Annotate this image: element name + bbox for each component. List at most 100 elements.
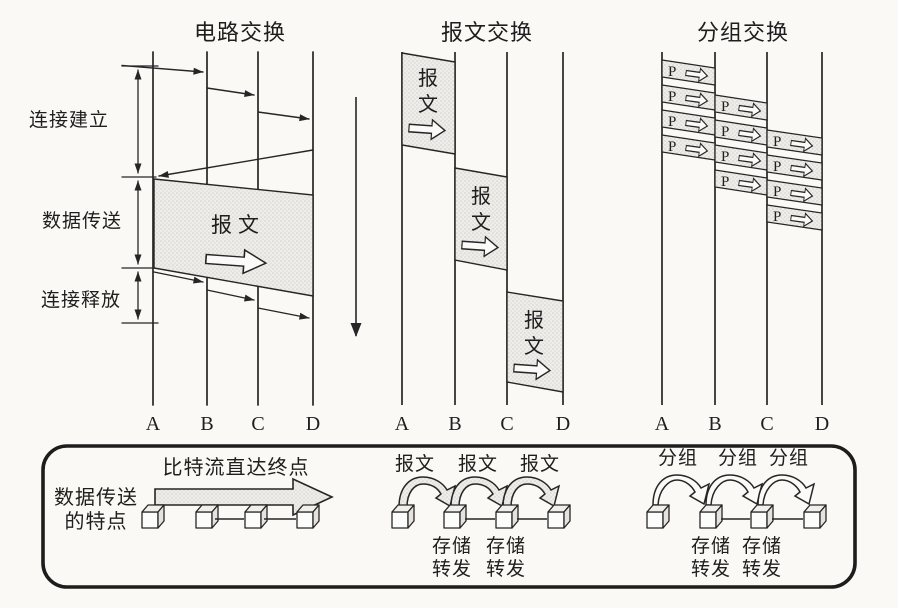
band-char-2: 文: [471, 211, 491, 234]
node-label-d: D: [556, 413, 570, 435]
store-label: 存储: [742, 535, 782, 557]
packet-label: P: [668, 64, 676, 80]
band-char-2: 文: [418, 93, 438, 116]
packet-label: P: [668, 139, 676, 155]
node-label-a: A: [395, 413, 410, 435]
packet-label: P: [773, 134, 781, 150]
packet: P: [714, 94, 768, 121]
legend-row-label-line2: 的特点: [65, 510, 128, 533]
forward-label: 转发: [432, 558, 472, 580]
message-hop-label: 报文: [395, 453, 435, 475]
packet: P: [766, 154, 823, 181]
node-cube-icon: [547, 504, 571, 529]
packet: P: [766, 129, 823, 156]
band-char-1: 报: [524, 309, 544, 332]
legend-message-feature: 报文 报文 报文 存储 转发 存储 转发: [391, 453, 571, 580]
packet-label: P: [773, 184, 781, 200]
packet-node-labels: A B C D: [655, 413, 829, 435]
forward-label: 转发: [486, 558, 526, 580]
node-label-d: D: [815, 413, 829, 435]
node-cube-icon: [296, 504, 320, 529]
release-arrow-a-b: [153, 271, 204, 284]
packet-hop-label: 分组: [658, 447, 698, 469]
band-char-2: 文: [524, 335, 544, 358]
message-switching-panel: 报文交换 报 文 报 文 报 文 A B C: [395, 20, 570, 435]
setup-signal-arrows: [121, 64, 314, 178]
packet-panel-title: 分组交换: [697, 20, 789, 45]
store-label: 存储: [432, 535, 472, 557]
node-label-a: A: [146, 413, 161, 435]
packets-c-d: P P P P: [766, 129, 823, 231]
node-cube-icon: [391, 504, 415, 529]
node-cube-icon: [699, 504, 723, 529]
node-cube-icon: [244, 504, 268, 529]
packet: P: [766, 179, 823, 206]
packet-label: P: [773, 209, 781, 225]
legend-row-label-line1: 数据传送: [54, 486, 138, 509]
node-label-b: B: [448, 413, 461, 435]
node-cube-icon: [195, 504, 219, 529]
release-arrow-b-c: [206, 289, 255, 302]
node-cube-icon: [750, 504, 774, 529]
legend-box: 数据传送 的特点 比特流直达终点 报文 报文 报文 存: [41, 444, 857, 589]
phase-label-release: 连接释放: [41, 289, 121, 311]
circuit-message-label: 报文: [211, 213, 265, 237]
packet-hop-label: 分组: [769, 447, 809, 469]
signal-arrow-a-b: [121, 64, 204, 75]
node-cube-icon: [646, 504, 670, 529]
node-label-c: C: [500, 413, 513, 435]
accept-arrow-d-a: [158, 149, 314, 178]
phase-label-transfer: 数据传送: [42, 210, 122, 232]
packet-label: P: [773, 159, 781, 175]
node-label-d: D: [306, 413, 320, 435]
forward-label: 转发: [691, 558, 731, 580]
signal-arrow-c-d: [257, 111, 310, 122]
packet-label: P: [668, 114, 676, 130]
phase-label-setup: 连接建立: [29, 109, 109, 131]
node-label-b: B: [708, 413, 721, 435]
release-arrow-c-d: [257, 307, 310, 320]
packet: P: [766, 204, 823, 231]
node-cube-icon: [141, 504, 165, 529]
circuit-node-labels: A B C D: [146, 413, 320, 435]
circuit-switching-panel: 电路交换 连接建立 数据传送 连接释放 报文: [29, 20, 320, 435]
forward-label: 转发: [742, 558, 782, 580]
packet-label: P: [721, 174, 729, 190]
packet-label: P: [721, 99, 729, 115]
store-label: 存储: [486, 535, 526, 557]
legend-border: [41, 444, 857, 589]
node-cube-icon: [443, 504, 467, 529]
node-label-a: A: [655, 413, 670, 435]
node-label-b: B: [200, 413, 213, 435]
node-cube-icon: [495, 504, 519, 529]
band-char-1: 报: [418, 67, 438, 90]
node-label-c: C: [251, 413, 264, 435]
message-band-c-d: 报 文: [506, 291, 564, 393]
message-hop-label: 报文: [520, 453, 560, 475]
legend-packet-feature: 分组 分组 分组 存储 转发 存储 转发: [646, 447, 827, 580]
packet-label: P: [721, 124, 729, 140]
release-signal-arrows: [153, 271, 310, 320]
packet-label: P: [668, 89, 676, 105]
node-cube-icon: [803, 504, 827, 529]
packets-a-b: P P P P: [661, 59, 716, 161]
message-hop-label: 报文: [458, 453, 498, 475]
circuit-caption: 比特流直达终点: [163, 456, 310, 479]
circuit-message-band: [153, 178, 314, 297]
packet: P: [661, 59, 716, 86]
message-band-a-b: 报 文: [401, 52, 456, 155]
message-node-labels: A B C D: [395, 413, 570, 435]
signal-arrow-b-c: [206, 87, 255, 98]
packet-switching-panel: 分组交换 P P P: [655, 20, 829, 435]
packets-b-c: P P P P: [714, 94, 768, 196]
store-label: 存储: [691, 535, 731, 557]
legend-circuit-feature: 比特流直达终点: [141, 456, 333, 529]
message-band-b-c: 报 文: [454, 167, 508, 271]
packet-label: P: [721, 149, 729, 165]
circuit-panel-title: 电路交换: [194, 20, 286, 45]
node-label-c: C: [760, 413, 773, 435]
packet-hop-label: 分组: [718, 447, 758, 469]
message-panel-title: 报文交换: [441, 20, 533, 45]
